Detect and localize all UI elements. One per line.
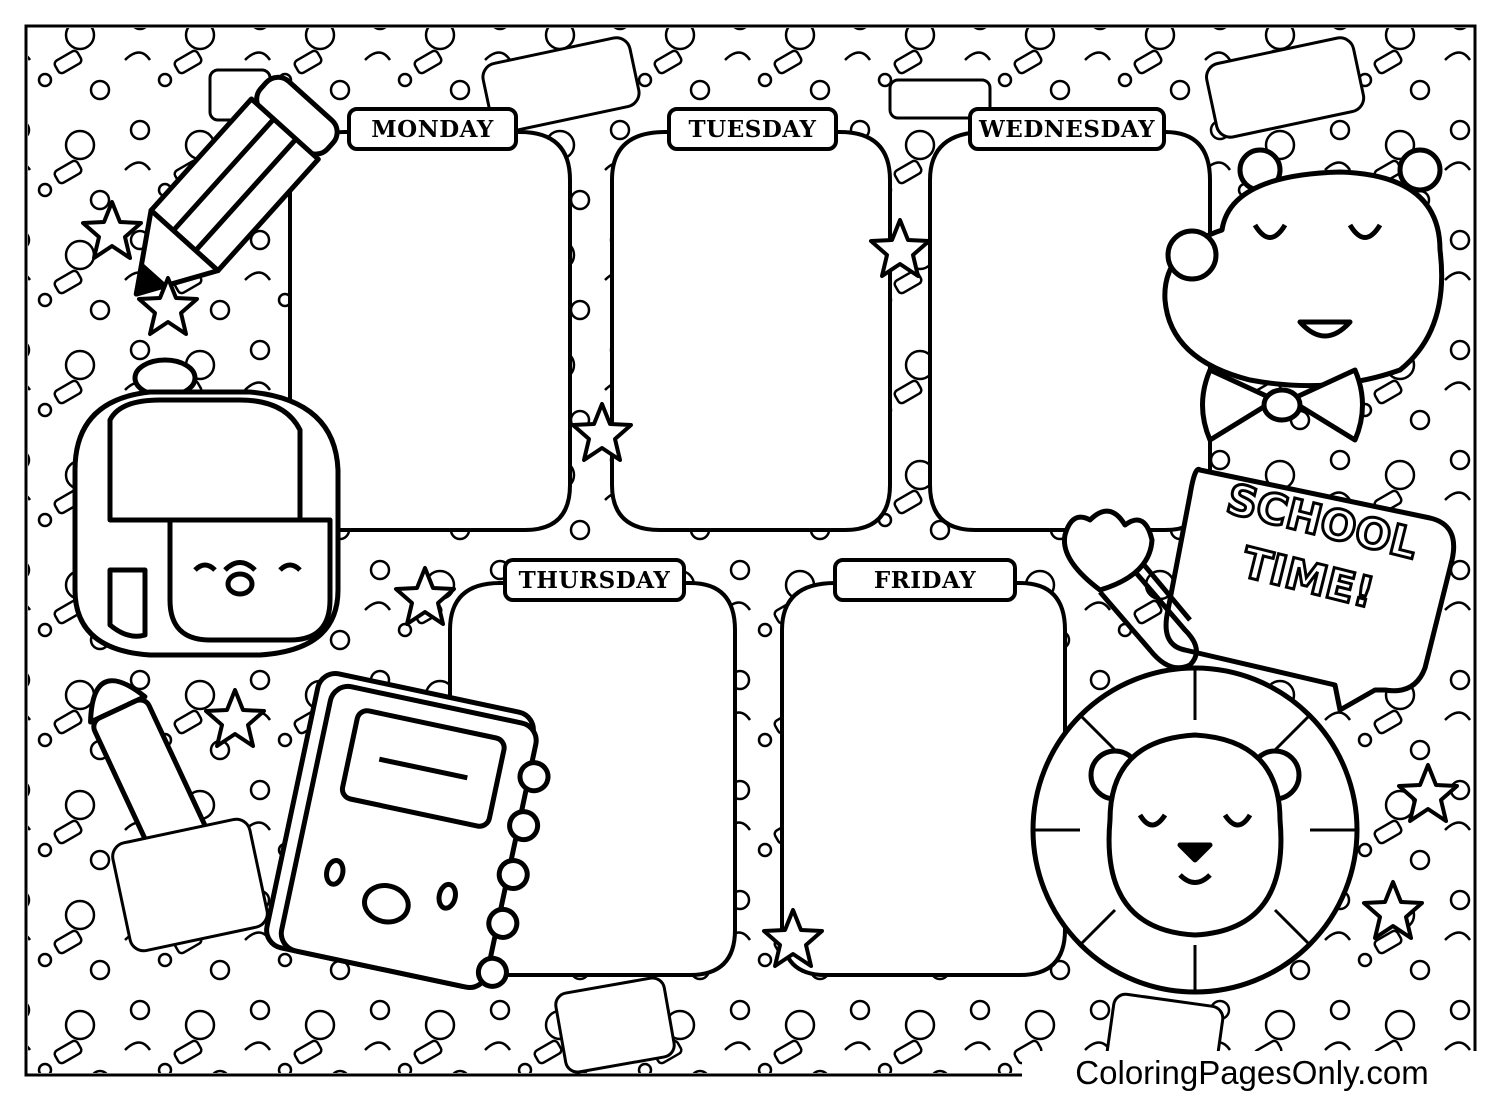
day-label-monday: MONDAY [347,107,518,151]
book-icon [111,817,269,953]
day-label-thursday: THURSDAY [503,558,686,602]
day-label-wednesday: WEDNESDAY [968,107,1166,151]
backpack-icon [72,357,341,658]
pencil-icon [133,74,340,297]
day-label-tuesday: TUESDAY [667,107,838,151]
site-watermark: ColoringPagesOnly.com [1022,1051,1482,1095]
hippo-icon [1162,147,1445,443]
speech-bubble-icon [1163,466,1457,713]
tuesday-box [610,130,892,532]
heart-icon [1061,508,1155,593]
paperclip-icon [1098,558,1199,671]
lion-icon [1030,665,1360,995]
day-label-friday: FRIDAY [833,558,1017,602]
notebook-icon [264,671,551,991]
wednesday-box [928,130,1212,532]
background-books [208,36,1366,139]
friday-box [780,581,1067,977]
